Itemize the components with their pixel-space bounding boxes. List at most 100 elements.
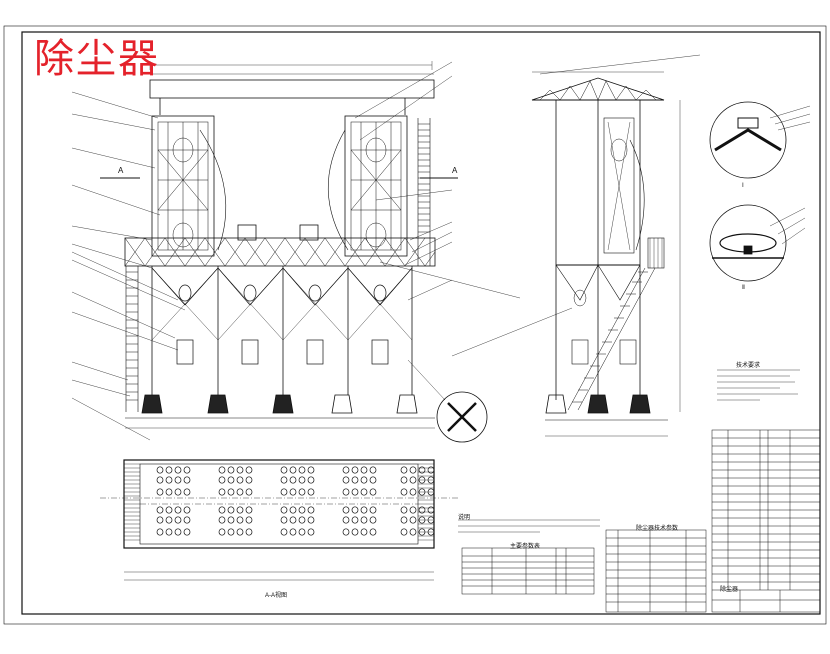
filter-bag-hole — [351, 488, 359, 496]
filter-bag-hole — [236, 528, 244, 536]
filter-bag-hole — [409, 488, 417, 496]
filter-bag-hole — [156, 516, 164, 524]
filter-bag-hole — [289, 466, 297, 474]
filter-bag-hole — [307, 528, 315, 536]
filter-bag-hole — [427, 476, 435, 484]
hoppers — [151, 267, 413, 365]
filter-bag-hole — [409, 506, 417, 514]
filter-bag-hole — [360, 506, 368, 514]
filter-bag-hole — [183, 466, 191, 474]
filter-bag-hole — [360, 516, 368, 524]
detail-1 — [709, 101, 811, 179]
filter-bag-hole — [351, 528, 359, 536]
filter-bag-hole — [409, 528, 417, 536]
filter-bag-hole — [427, 528, 435, 536]
filter-bag-hole — [307, 506, 315, 514]
filter-bag-hole — [351, 466, 359, 474]
filter-bag-hole — [418, 476, 426, 484]
filter-bag-hole — [360, 528, 368, 536]
side-elevation — [451, 54, 701, 437]
filter-bag-hole — [351, 506, 359, 514]
detail-2 — [709, 204, 806, 282]
filter-bag-hole — [183, 528, 191, 536]
filter-bag-hole — [165, 476, 173, 484]
title-block-name: 除尘器 — [720, 587, 739, 593]
filter-bag-hole — [174, 476, 182, 484]
filter-bag-hole — [400, 506, 408, 514]
front-elevation — [71, 61, 521, 443]
filter-bag-hole — [427, 516, 435, 524]
filter-bag-hole — [227, 466, 235, 474]
filter-bag-hole — [218, 528, 226, 536]
filter-bag-hole — [369, 488, 377, 496]
filter-bag-hole — [369, 476, 377, 484]
param-table-1 — [461, 547, 595, 595]
table-heading-1: 主要参数表 — [510, 544, 541, 550]
filter-bag-hole — [245, 466, 253, 474]
filter-bag-hole — [245, 506, 253, 514]
filter-bag-hole — [289, 516, 297, 524]
section-marker-left: A — [118, 166, 124, 175]
filter-bag-hole — [289, 506, 297, 514]
filter-bag-hole — [360, 476, 368, 484]
filter-bag-hole — [307, 466, 315, 474]
detail-callout — [436, 391, 488, 443]
filter-bag-hole — [409, 466, 417, 474]
filter-bag-hole — [280, 488, 288, 496]
filter-bag-hole — [174, 506, 182, 514]
filter-bag-hole — [236, 466, 244, 474]
filter-bag-hole — [409, 476, 417, 484]
filter-bag-hole — [218, 488, 226, 496]
filter-bag-hole — [307, 476, 315, 484]
filter-bag-hole — [360, 466, 368, 474]
filter-bag-hole — [400, 466, 408, 474]
filter-bag-hole — [218, 516, 226, 524]
filter-bag-hole — [427, 488, 435, 496]
filter-bag-hole — [183, 506, 191, 514]
filter-bag-hole — [174, 516, 182, 524]
filter-bag-hole — [351, 516, 359, 524]
filter-bag-hole — [227, 528, 235, 536]
filter-bag-hole — [369, 466, 377, 474]
filter-bag-hole — [218, 506, 226, 514]
filter-bag-hole — [280, 528, 288, 536]
filter-bag-hole — [418, 506, 426, 514]
filter-bag-hole — [236, 488, 244, 496]
filter-bag-hole — [236, 476, 244, 484]
filter-bag-hole — [427, 506, 435, 514]
filter-bag-hole — [289, 488, 297, 496]
filter-bag-hole — [218, 466, 226, 474]
filter-bag-hole — [245, 516, 253, 524]
detail-1-label: Ⅰ — [742, 183, 744, 189]
filter-bag-hole — [165, 528, 173, 536]
filter-bag-hole — [245, 476, 253, 484]
table-heading-2: 除尘器技术参数 — [636, 526, 679, 532]
filter-bag-hole — [227, 488, 235, 496]
filter-bag-hole — [156, 466, 164, 474]
filter-bag-hole — [369, 528, 377, 536]
filter-bag-hole — [298, 466, 306, 474]
filter-bag-hole — [427, 466, 435, 474]
filter-bag-hole — [369, 516, 377, 524]
plan-caption: A-A视图 — [265, 593, 288, 599]
filter-bag-hole — [342, 528, 350, 536]
filter-bag-hole — [307, 516, 315, 524]
filter-bag-hole — [351, 476, 359, 484]
filter-bag-hole — [174, 466, 182, 474]
filter-bag-hole — [342, 466, 350, 474]
filter-bag-hole — [236, 506, 244, 514]
outer-border — [3, 25, 827, 625]
filter-bag-hole — [400, 488, 408, 496]
rotary-valves — [141, 394, 418, 414]
remark-heading: 说明 — [458, 515, 471, 521]
filter-bag-hole — [245, 488, 253, 496]
filter-bag-hole — [418, 466, 426, 474]
filter-bag-hole — [418, 488, 426, 496]
filter-bag-hole — [307, 488, 315, 496]
stairs-side — [567, 267, 656, 411]
filter-bag-hole — [156, 476, 164, 484]
filter-bag-hole — [227, 516, 235, 524]
detail-2-label: Ⅱ — [742, 285, 745, 291]
filter-bag-hole — [400, 476, 408, 484]
filter-bag-hole — [298, 516, 306, 524]
